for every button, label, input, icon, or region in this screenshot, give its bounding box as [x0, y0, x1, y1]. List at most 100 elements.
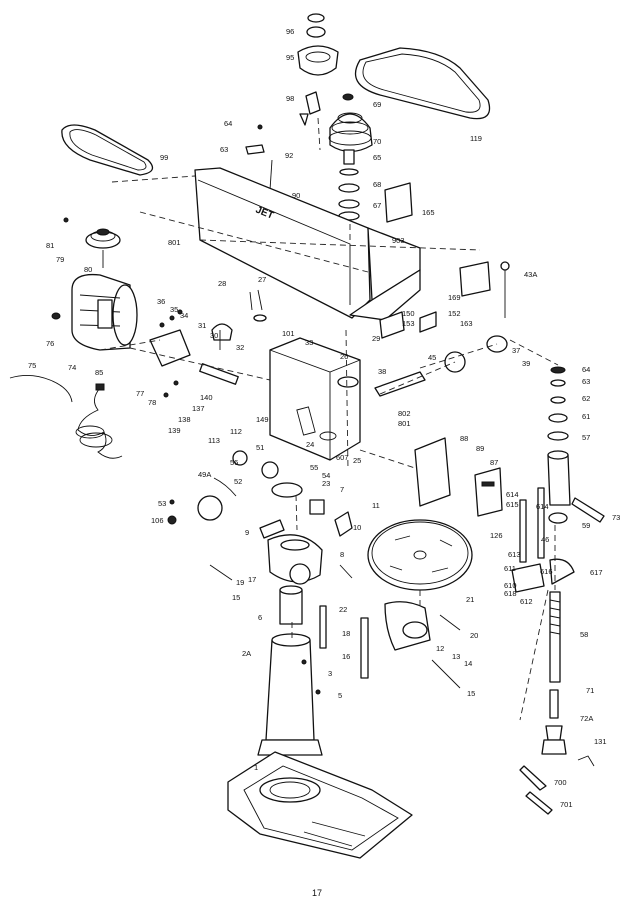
part-label: 611: [504, 564, 516, 573]
part-label: 11: [372, 501, 380, 510]
pulley-stack-top: [297, 13, 339, 126]
part-label: 73: [612, 513, 620, 522]
cord-75: [9, 375, 73, 403]
part-label: 75: [28, 361, 36, 370]
part-label: 99: [160, 153, 168, 162]
base-1: [227, 659, 413, 859]
part-label: 101: [282, 329, 295, 338]
part-label: 88: [460, 434, 468, 443]
part-label: 72A: [580, 714, 593, 723]
part-label: 169: [448, 293, 461, 302]
part-label: 65: [373, 153, 381, 162]
part-label: 32: [236, 343, 244, 352]
part-label: 63: [582, 377, 590, 386]
part-label: 14: [464, 659, 472, 668]
part-label: 51: [256, 443, 264, 452]
part-label: 802: [398, 409, 411, 418]
part-label: 90: [292, 191, 300, 200]
part-label: 85: [95, 368, 103, 377]
part-label: 54: [322, 471, 330, 480]
part-number-labels: 9695986911970656867165646392909990381798…: [28, 27, 620, 809]
chuck-72A: [541, 689, 595, 767]
part-label: 39: [522, 359, 530, 368]
part-label: 112: [230, 427, 242, 436]
part-label: 153: [402, 319, 415, 328]
part-label: 43A: [524, 270, 537, 279]
part-label: 67: [373, 201, 381, 210]
part-label: 21: [466, 595, 474, 604]
part-label: 52: [234, 477, 242, 486]
column-2A: [257, 585, 323, 756]
part-label: 607: [336, 453, 349, 462]
part-label: 69: [373, 100, 381, 109]
part-label: 617: [590, 568, 603, 577]
quill-parts-right: [519, 366, 605, 563]
part-label: 131: [594, 737, 607, 746]
table-arm-20: [384, 601, 461, 689]
part-label: 56: [230, 458, 238, 467]
belt-guard-165: [384, 182, 413, 223]
part-label: 801: [398, 419, 411, 428]
column-collar-6: [209, 519, 353, 585]
part-label: 61: [582, 412, 590, 421]
part-label: 63: [220, 145, 228, 154]
part-label: 26: [340, 352, 348, 361]
depth-gauge-88: [414, 437, 503, 517]
part-label: 149: [256, 415, 269, 424]
part-label: 79: [56, 255, 64, 264]
part-label: 152: [448, 309, 461, 318]
part-label: 5: [338, 691, 342, 700]
part-label: 138: [178, 415, 191, 424]
assembly-lines: [99, 117, 559, 721]
part-label: 10: [353, 523, 361, 532]
motor-bracket-34: [149, 309, 191, 398]
part-label: 38: [378, 367, 386, 376]
motor-74: [51, 273, 138, 351]
part-label: 2A: [242, 649, 251, 658]
part-label: 903: [392, 236, 405, 245]
part-label: 64: [224, 119, 232, 128]
part-label: 12: [436, 644, 444, 653]
part-label: 17: [248, 575, 256, 584]
part-label: 31: [198, 321, 206, 330]
part-label: 615: [506, 500, 519, 509]
part-label: 30: [210, 331, 218, 340]
page-number: 17: [312, 888, 322, 898]
head-casting: [269, 337, 361, 461]
part-label: 35: [170, 305, 178, 314]
part-label: 618: [504, 589, 517, 598]
rack-18: [319, 605, 369, 679]
spindle-58: [549, 591, 561, 683]
motor-pulley-79: [63, 217, 121, 268]
part-label: 58: [580, 630, 588, 639]
part-label: 13: [452, 652, 460, 661]
hex-keys-700: [519, 765, 553, 815]
part-label: 15: [232, 593, 240, 602]
depth-stop-610: [511, 558, 575, 593]
part-label: 74: [68, 363, 76, 372]
part-label: 6: [258, 613, 262, 622]
part-label: 46: [541, 535, 549, 544]
part-label: 76: [46, 339, 54, 348]
part-label: 613: [508, 550, 521, 559]
part-label: 68: [373, 180, 381, 189]
part-label: 62: [582, 394, 590, 403]
part-label: 77: [136, 389, 144, 398]
part-label: 64: [582, 365, 590, 374]
part-label: 59: [582, 521, 590, 530]
pinion-assembly: [167, 450, 353, 537]
part-label: 165: [422, 208, 435, 217]
part-label: 49A: [198, 470, 211, 479]
part-label: 33: [305, 338, 313, 347]
part-label: 25: [353, 456, 361, 465]
part-label: 616: [540, 567, 553, 576]
part-label: 139: [168, 426, 181, 435]
part-label: 23: [322, 479, 330, 488]
part-label: 92: [285, 151, 293, 160]
part-label: 36: [157, 297, 165, 306]
part-label: 80: [84, 265, 92, 274]
part-label: 98: [286, 94, 294, 103]
part-label: 3: [328, 669, 332, 678]
part-label: 55: [310, 463, 318, 472]
